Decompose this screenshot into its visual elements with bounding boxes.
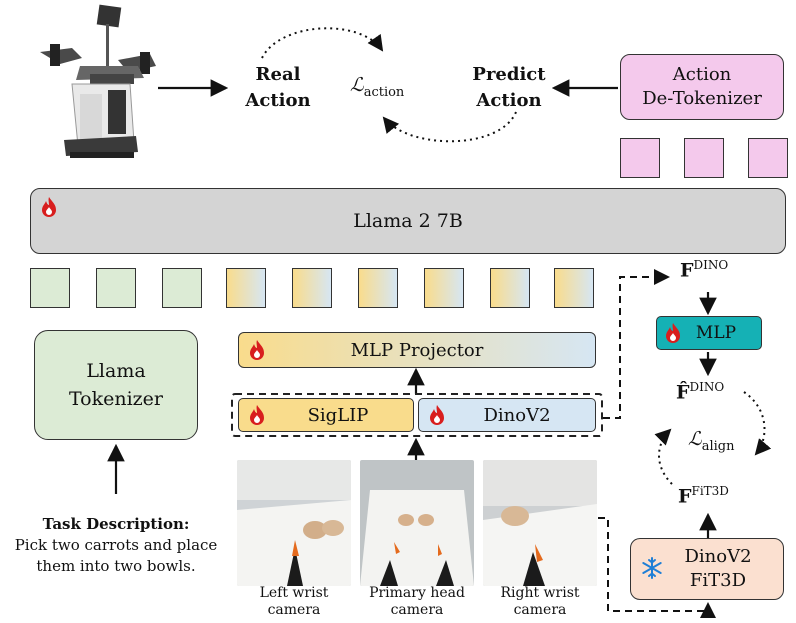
siglip-box: SigLIP	[238, 398, 414, 432]
visual-token	[490, 268, 530, 308]
dotted-arc-bottom	[382, 111, 517, 143]
llama-2-7b-box: Llama 2 7B	[30, 188, 786, 254]
encoder-group-dashed-box	[231, 393, 603, 437]
visual-token	[292, 268, 332, 308]
f-dino-label: FDINO	[680, 258, 729, 282]
action-token	[684, 138, 724, 178]
flame-icon	[42, 197, 56, 217]
loss-align-label: ℒalign	[688, 428, 735, 454]
right-wrist-camera-image	[483, 460, 597, 586]
text-token	[96, 268, 136, 308]
dashed-arrow-to-f-dino	[603, 269, 670, 419]
visual-token	[358, 268, 398, 308]
text-token	[30, 268, 70, 308]
loss-action-label: ℒaction	[350, 74, 405, 100]
dotted-arc-top	[261, 27, 384, 59]
text-token	[162, 268, 202, 308]
visual-token	[424, 268, 464, 308]
flame-icon	[250, 405, 264, 425]
flame-icon	[666, 323, 680, 343]
visual-token	[226, 268, 266, 308]
mlp-projector-box: MLP Projector	[238, 332, 596, 368]
visual-token	[554, 268, 594, 308]
primary-head-camera-image	[360, 460, 474, 586]
action-token	[620, 138, 660, 178]
dotted-arc-align-left	[654, 428, 673, 485]
f-hat-dino-label: F̂DINO	[676, 380, 725, 404]
dashed-arrow-to-fit3d	[598, 517, 716, 618]
task-description: Task Description: Pick two carrots and p…	[14, 515, 218, 575]
dotted-arc-align-right	[743, 391, 772, 456]
robot-illustration	[40, 4, 156, 158]
flame-icon	[430, 405, 444, 425]
f-fit3d-label: FFiT3D	[678, 484, 729, 508]
dinov2-box: DinoV2	[418, 398, 596, 432]
flame-icon	[250, 340, 264, 360]
action-token	[748, 138, 788, 178]
left-wrist-camera-image	[237, 460, 351, 586]
snowflake-icon	[642, 557, 662, 579]
